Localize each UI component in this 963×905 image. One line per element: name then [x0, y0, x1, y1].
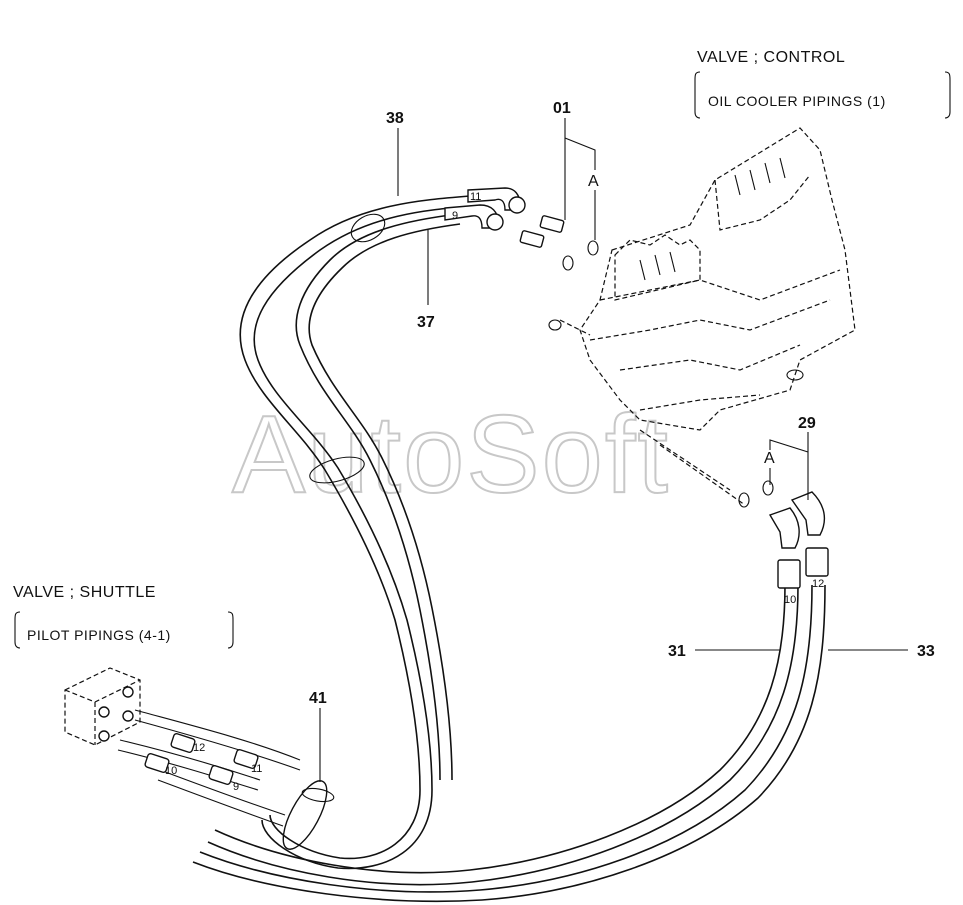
shuttle-valve-block [64, 667, 141, 746]
control-valve-subtitle: OIL COOLER PIPINGS (1) [708, 93, 886, 109]
tag-left-9: 9 [233, 781, 239, 793]
clamp-41 [282, 780, 335, 850]
part-38-label: 38 [386, 110, 404, 127]
leader-lines [14, 71, 951, 782]
watermark-text: AutoSoft [232, 393, 670, 516]
tag-left-10: 10 [165, 765, 177, 777]
fittings-top [444, 187, 599, 271]
pilot-pipes [117, 709, 301, 827]
tag-right-12: 12 [812, 578, 824, 590]
ref-a-top-label: A [588, 173, 599, 190]
ref-a-bottom-label: A [764, 450, 775, 467]
fittings-right [738, 480, 829, 589]
control-valve-title: VALVE ; CONTROL [697, 49, 845, 66]
shuttle-valve-subtitle: PILOT PIPINGS (4-1) [27, 627, 171, 643]
tag-left-12: 12 [193, 742, 205, 754]
part-33-label: 33 [917, 643, 935, 660]
tag-top-11: 11 [470, 191, 481, 203]
part-37-label: 37 [417, 314, 435, 331]
tag-right-10: 10 [784, 594, 796, 606]
part-31-label: 31 [668, 643, 686, 660]
tag-left-11: 11 [251, 763, 262, 775]
hose-31-33 [192, 584, 826, 903]
fittings-left [144, 733, 259, 785]
part-29-label: 29 [798, 415, 816, 432]
part-01-label: 01 [553, 100, 571, 117]
control-valve-body [548, 127, 856, 506]
part-41-label: 41 [309, 690, 327, 707]
shuttle-valve-title: VALVE ; SHUTTLE [13, 584, 156, 601]
tag-top-9: 9 [452, 210, 458, 222]
hose-38-37-loop [239, 195, 473, 870]
